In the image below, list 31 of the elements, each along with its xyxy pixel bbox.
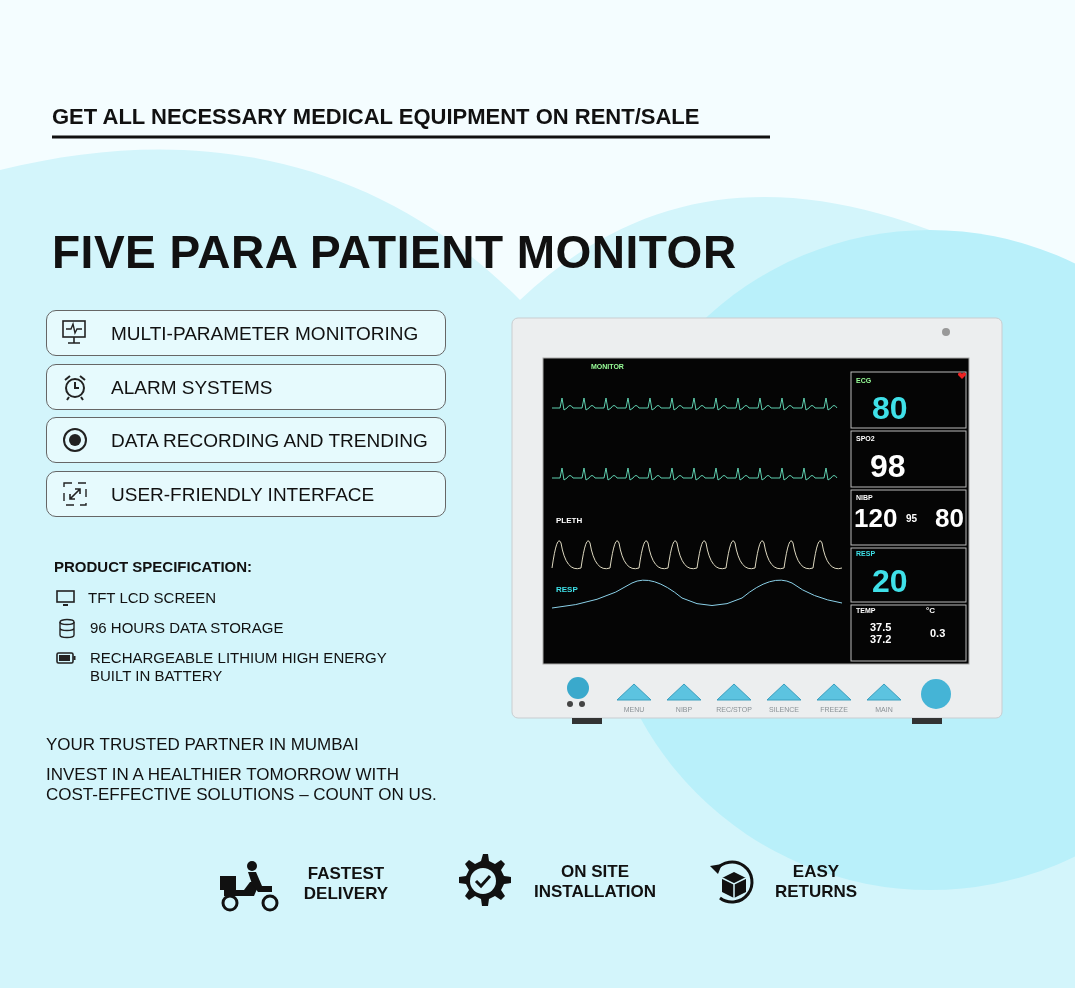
blood-pressure-reading: 95: [906, 513, 918, 525]
screen-text: °C: [926, 606, 935, 616]
screen-text: RESP: [556, 585, 578, 595]
spec-text: 96 HOURS DATA STORAGE: [90, 619, 284, 637]
blood-pressure-reading: 80: [935, 503, 964, 535]
service-text: EASY RETURNS: [773, 862, 859, 903]
heart-rate-reading: 80: [872, 389, 908, 428]
temperature-reading: 37.2: [870, 633, 892, 647]
section-heading: PRODUCT SPECIFICATION:: [54, 558, 253, 576]
feature-box: [46, 471, 446, 517]
service-text: ON SITE INSTALLATION: [532, 862, 658, 903]
service-text: FASTEST DELIVERY: [302, 864, 390, 905]
title: FIVE PARA PATIENT MONITOR: [52, 225, 737, 280]
feature-text: USER-FRIENDLY INTERFACE: [111, 484, 375, 506]
feature-text: MULTI-PARAMETER MONITORING: [111, 323, 419, 345]
spec-text: TFT LCD SCREEN: [88, 589, 217, 607]
feature-box: [46, 417, 446, 463]
blood-pressure-reading: 120: [854, 503, 898, 535]
screen-text: PLETH: [556, 516, 583, 526]
tagline: YOUR TRUSTED PARTNER IN MUMBAI: [46, 735, 359, 756]
feature-text: ALARM SYSTEMS: [111, 377, 273, 399]
temperature-reading: 37.5: [870, 621, 892, 635]
feature-box: [46, 364, 446, 410]
tagline: INVEST IN A HEALTHIER TOMORROW WITH COST-EFFECTIVE SOLUTIONS – COUNT ON US.: [46, 765, 438, 806]
feature-box: [46, 310, 446, 356]
feature-text: DATA RECORDING AND TRENDING: [111, 430, 428, 452]
respiration-reading: 20: [872, 562, 908, 601]
spo2-reading: 98: [870, 447, 906, 486]
temperature-reading: 0.3: [930, 627, 946, 641]
spec-text: RECHARGEABLE LITHIUM HIGH ENERGY BUILT IN BATTERY: [90, 649, 388, 685]
heading: GET ALL NECESSARY MEDICAL EQUIPMENT ON RENT/SALE: [52, 104, 700, 131]
